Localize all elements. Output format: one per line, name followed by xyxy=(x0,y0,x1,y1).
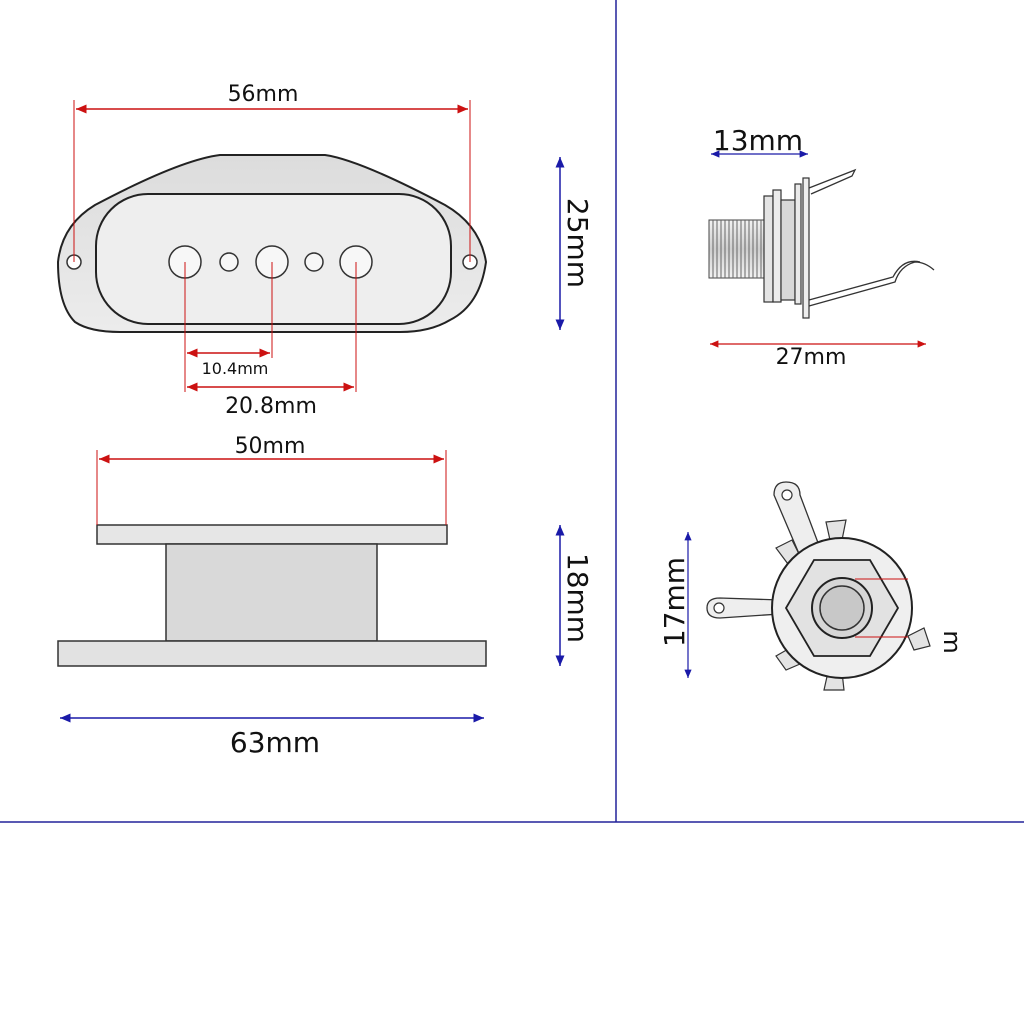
dimension-56mm: 56mm xyxy=(73,82,471,262)
jack-socket xyxy=(819,585,865,631)
dimension-label-17mm: 17mm xyxy=(658,557,691,647)
jack-frame xyxy=(780,199,796,301)
dimension-pole-spacing: 10.4mm 20.8mm xyxy=(184,262,357,419)
dimension-label-50mm: 50mm xyxy=(235,434,306,459)
dimension-label-63mm: 63mm xyxy=(230,726,320,759)
jack-side-view xyxy=(708,168,935,319)
pole-piece-small xyxy=(304,252,324,272)
jack-plate-rear xyxy=(802,177,810,319)
dimension-label-56mm: 56mm xyxy=(228,82,299,107)
jack-lug-top-hole xyxy=(781,489,793,501)
dimension-label-27mm: 27mm xyxy=(776,345,847,370)
dimension-label-20-8mm: 20.8mm xyxy=(225,394,317,419)
dimension-13mm: 13mm xyxy=(711,124,808,158)
jack-nut xyxy=(763,195,774,303)
dimension-50mm: 50mm xyxy=(96,434,447,525)
jack-lug-left-hole xyxy=(713,602,725,614)
dimension-label-25mm: 25mm xyxy=(561,198,594,288)
jack-lug-left xyxy=(706,597,781,619)
jack-front-view: m xyxy=(706,481,966,691)
pole-piece-small xyxy=(219,252,239,272)
jack-spring-contact xyxy=(808,168,857,195)
dimension-63mm: 63mm xyxy=(60,713,484,759)
dimension-27mm: 27mm xyxy=(710,340,926,370)
jack-thread-lines xyxy=(712,220,762,278)
pickup-body xyxy=(165,543,378,642)
jack-tip-contact xyxy=(808,260,935,307)
dimension-label-13mm: 13mm xyxy=(713,124,803,157)
jack-washer xyxy=(772,189,782,303)
dimension-17mm: 17mm xyxy=(658,532,692,678)
jack-plate xyxy=(794,183,802,305)
jack-lug-top xyxy=(773,481,821,557)
dimension-label-10-4mm: 10.4mm xyxy=(202,359,269,378)
dimension-18mm: 18mm xyxy=(555,525,594,666)
dimension-label-18mm: 18mm xyxy=(561,553,594,643)
pickup-top-flange xyxy=(96,524,448,545)
pickup-base-plate xyxy=(57,640,487,667)
dimension-25mm: 25mm xyxy=(555,157,594,330)
jack-cut-label: m xyxy=(938,630,966,653)
pickup-side-view xyxy=(57,524,487,667)
